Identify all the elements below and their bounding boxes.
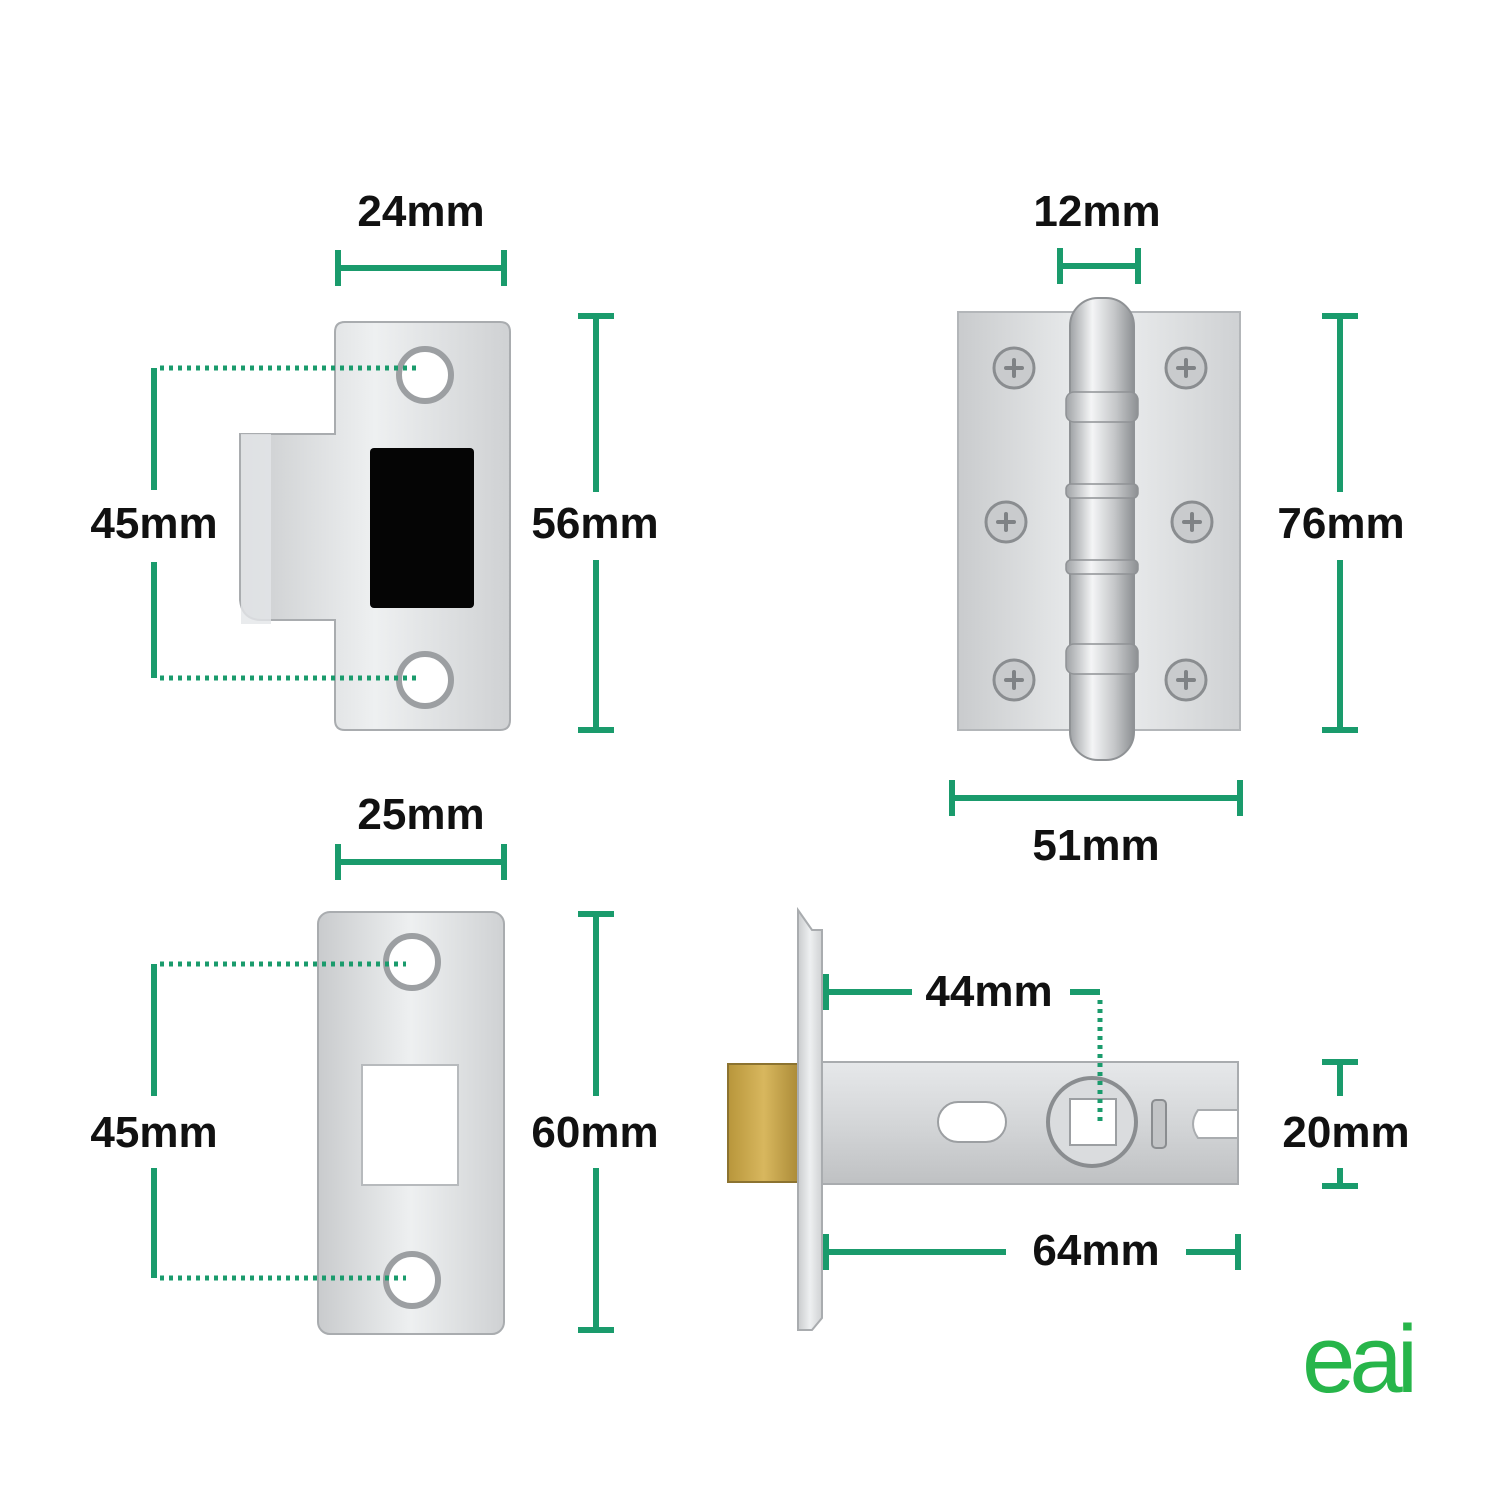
strike-height-label: 56mm xyxy=(531,499,659,548)
latch-backset-label: 44mm xyxy=(925,967,1053,1016)
forend-plate-icon xyxy=(317,911,505,1335)
hinge-height-label: 76mm xyxy=(1277,499,1405,548)
tee-strike-plate-icon xyxy=(239,321,511,731)
hinge-width-label: 51mm xyxy=(1032,821,1160,870)
tubular-latch-icon xyxy=(727,906,1239,1331)
plate-height-label: 60mm xyxy=(531,1108,659,1157)
strike-width-label: 24mm xyxy=(357,187,485,236)
plate-hole-distance-label: 45mm xyxy=(90,1108,218,1157)
butt-hinge-icon xyxy=(957,297,1241,761)
latch-length-label: 64mm xyxy=(1032,1226,1160,1275)
plate-width-label: 25mm xyxy=(357,790,485,839)
hinge-knuckle-label: 12mm xyxy=(1033,187,1161,236)
dimension-lines xyxy=(151,248,1358,1333)
dimension-dotted-leaders xyxy=(160,365,1103,1281)
strike-hole-distance-label: 45mm xyxy=(90,499,218,548)
brand-logo: eai xyxy=(1302,1306,1418,1413)
latch-height-label: 20mm xyxy=(1282,1108,1410,1157)
